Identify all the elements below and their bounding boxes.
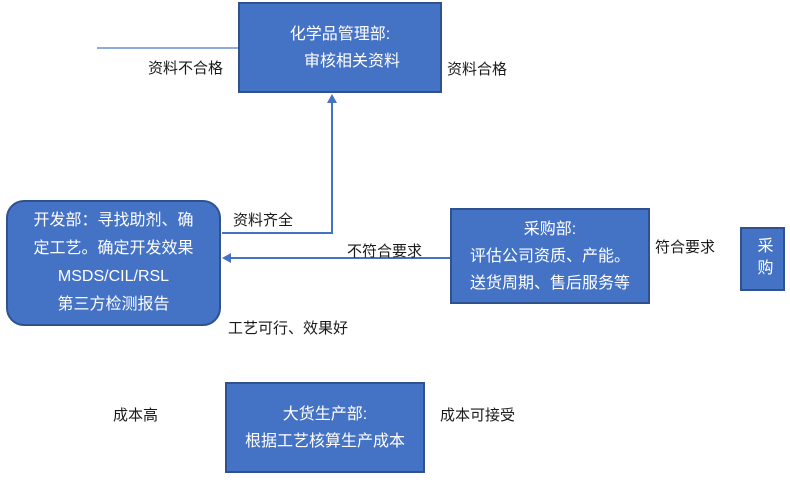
label-cost-high: 成本高 — [113, 407, 159, 424]
arrowhead-up-icon — [327, 94, 337, 103]
node-procurement-line3: 送货周期、售后服务等 — [469, 274, 630, 292]
node-development-text: 开发部：寻找助剂、确 定工艺。确定开发效果 MSDS/CIL/RSL 第三方检测… — [33, 207, 193, 319]
node-procurement-text: 采购部: 评估公司资质、产能。 送货周期、售后服务等 — [470, 216, 630, 297]
node-purchase[interactable]: 采购 — [740, 227, 785, 291]
node-production-text: 大货生产部: 根据工艺核算生产成本 — [245, 401, 405, 455]
label-process-feasible: 工艺可行、效果好 — [228, 320, 349, 337]
node-procurement-dept[interactable]: 采购部: 评估公司资质、产能。 送货周期、售后服务等 — [450, 208, 650, 304]
node-chemical-management-line2: 审核相关资料 — [303, 52, 400, 70]
node-procurement-line1: 采购部: — [523, 220, 577, 238]
connector-docs-complete-vertical — [331, 102, 333, 234]
arrowhead-left-icon — [222, 253, 231, 263]
node-development-line4: 第三方检测报告 — [57, 296, 170, 313]
label-docs-unqualified: 资料不合格 — [148, 60, 224, 77]
label-docs-complete: 资料齐全 — [233, 212, 294, 229]
label-cost-acceptable: 成本可接受 — [440, 407, 516, 424]
node-production-line2: 根据工艺核算生产成本 — [244, 432, 405, 450]
label-meet-requirements: 符合要求 — [655, 239, 716, 256]
connector-docs-complete-horizontal — [222, 232, 333, 234]
node-chemical-management-dept[interactable]: 化学品管理部: 审核相关资料 — [238, 2, 442, 93]
node-procurement-line2: 评估公司资质、产能。 — [469, 247, 630, 265]
node-development-line1: 开发部：寻找助剂、确 — [33, 212, 194, 229]
label-docs-qualified: 资料合格 — [447, 61, 508, 78]
node-development-line2: 定工艺。确定开发效果 — [33, 240, 194, 257]
label-not-meet-requirements: 不符合要求 — [347, 243, 423, 260]
node-development-line3: MSDS/CIL/RSL — [57, 268, 170, 285]
connector-docs-unqualified-line — [97, 47, 238, 49]
node-development-dept[interactable]: 开发部：寻找助剂、确 定工艺。确定开发效果 MSDS/CIL/RSL 第三方检测… — [6, 200, 221, 326]
node-production-line1: 大货生产部: — [282, 405, 368, 423]
node-production-dept[interactable]: 大货生产部: 根据工艺核算生产成本 — [225, 382, 425, 473]
node-chemical-management-line1: 化学品管理部: — [289, 25, 391, 43]
connector-not-meet-line — [231, 257, 450, 259]
node-purchase-label: 采购 — [754, 237, 772, 281]
node-chemical-management-text: 化学品管理部: 审核相关资料 — [289, 21, 400, 75]
